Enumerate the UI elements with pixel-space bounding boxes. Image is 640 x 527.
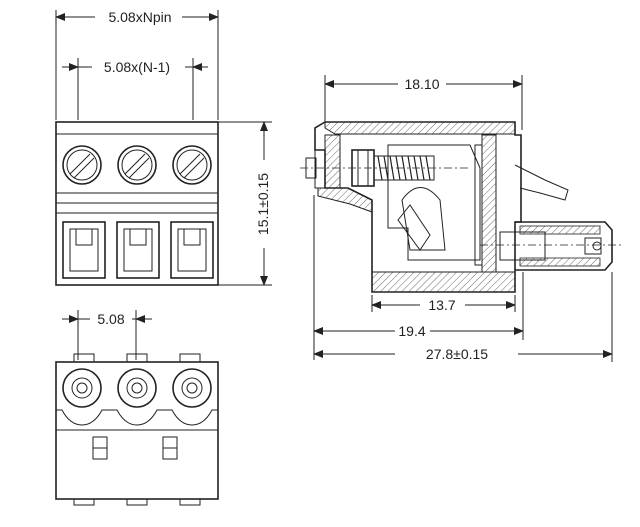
- wire-entry-3: [170, 221, 214, 279]
- window-2: [162, 436, 178, 460]
- dim-side-top: 18.10: [404, 76, 439, 92]
- pin-cylinder-2: [117, 368, 157, 408]
- screw-1: [62, 145, 102, 185]
- wire-entry-2: [116, 221, 160, 279]
- screw-thread: [373, 155, 435, 181]
- pin-cylinder-3: [172, 368, 212, 408]
- side-section-view: 18.10: [300, 75, 622, 362]
- dim-side-inner: 13.7: [428, 297, 455, 313]
- screw-2: [117, 145, 157, 185]
- dim-height: 15.1±0.15: [255, 173, 271, 235]
- plan-view: 5.08: [55, 310, 219, 506]
- screw-3: [172, 145, 212, 185]
- wire-entry-1: [62, 221, 106, 279]
- pin-cylinder-1: [62, 368, 102, 408]
- dim-total-width: 5.08xNpin: [108, 9, 171, 25]
- dim-pitch: 5.08: [97, 311, 124, 327]
- dim-pitch-span: 5.08x(N-1): [104, 59, 170, 75]
- dim-side-total: 27.8±0.15: [426, 346, 488, 362]
- dim-side-mid: 19.4: [398, 323, 425, 339]
- window-1: [92, 436, 108, 460]
- front-view: 5.08xNpin 5.08x(N-1): [55, 9, 272, 286]
